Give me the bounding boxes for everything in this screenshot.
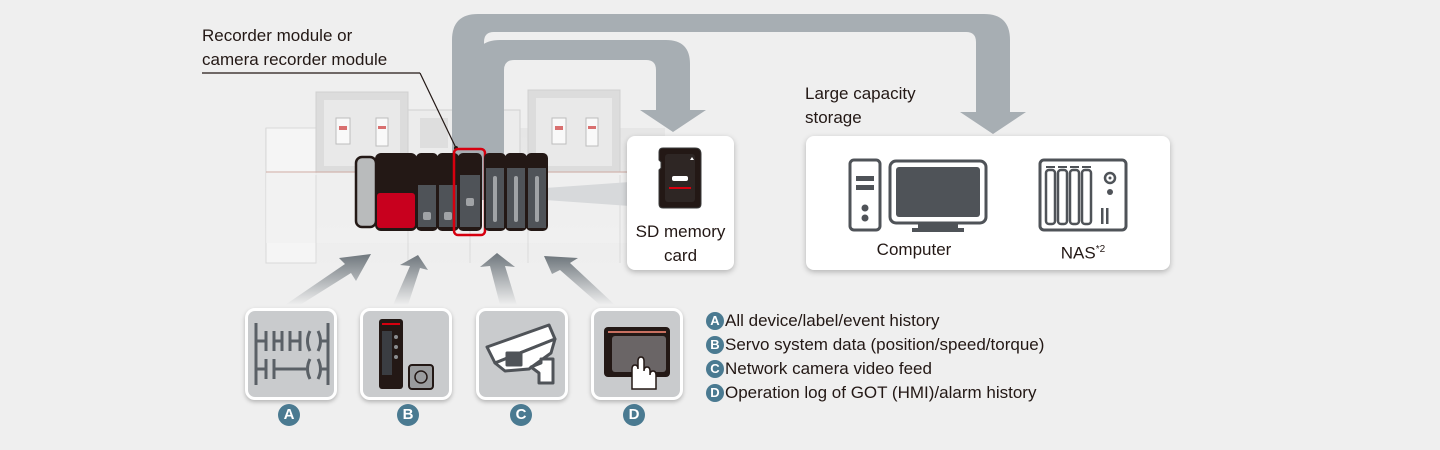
network-camera-icon (485, 323, 557, 385)
sd-card-icon (658, 147, 702, 209)
storage-box: Computer NAS*2 (806, 136, 1170, 270)
source-tile-a (245, 308, 337, 400)
hmi-touch-panel-icon (604, 327, 670, 390)
legend-item-d: D Operation log of GOT (HMI)/alarm histo… (706, 381, 1044, 405)
source-tile-d (591, 308, 683, 400)
arrow-from-c (480, 253, 517, 305)
legend-item-b: B Servo system data (position/speed/torq… (706, 333, 1044, 357)
sd-card-box: SD memory card (627, 136, 734, 270)
badge-b: B (397, 404, 419, 426)
legend-item-a: A All device/label/event history (706, 309, 1044, 333)
nas-icon (1038, 158, 1128, 232)
servo-amplifier-icon (379, 319, 434, 390)
plc-rack (354, 147, 548, 237)
arrow-from-d (544, 256, 615, 305)
source-tile-c (476, 308, 568, 400)
source-arrows (285, 253, 615, 305)
badge-a: A (278, 404, 300, 426)
ladder-diagram-icon (254, 323, 330, 385)
legend-item-c: C Network camera video feed (706, 357, 1044, 381)
legend: A All device/label/event history B Servo… (706, 309, 1044, 405)
recorder-module-callout: Recorder module or camera recorder modul… (202, 26, 388, 69)
computer-label: Computer (876, 240, 952, 259)
computer-icon (848, 158, 988, 232)
arrow-from-b (393, 255, 428, 305)
source-tile-b (360, 308, 452, 400)
sd-card-label: SD memory (635, 222, 726, 241)
module-to-sd-beam (488, 182, 630, 206)
storage-title: Large capacity storage (805, 84, 916, 127)
badge-c: C (510, 404, 532, 426)
arrow-from-a (285, 254, 371, 305)
nas-label: NAS*2 (1060, 243, 1106, 263)
badge-d: D (623, 404, 645, 426)
